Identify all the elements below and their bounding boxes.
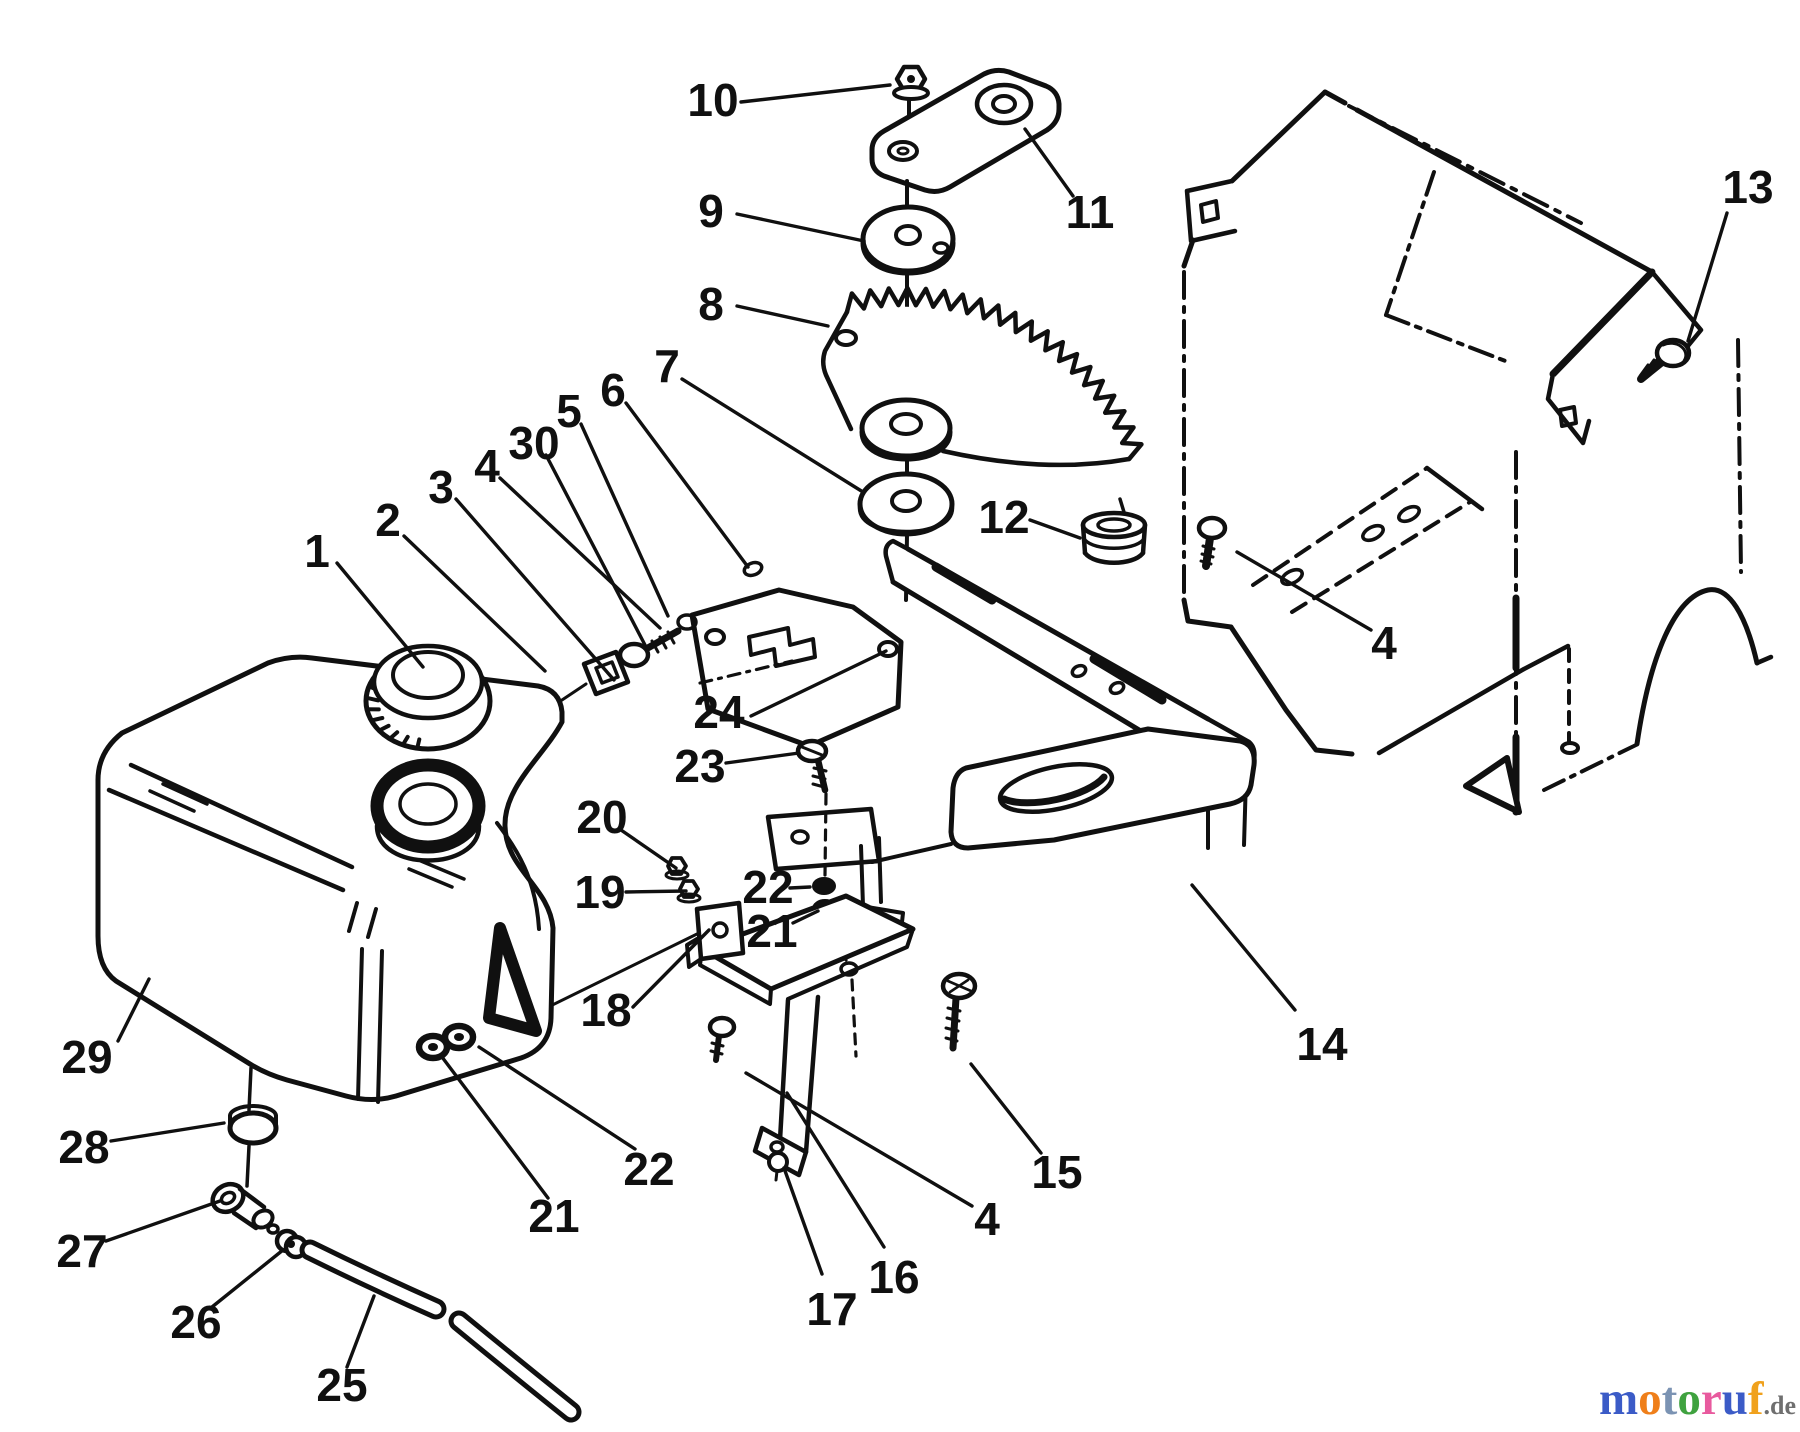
support-bracket-14 — [870, 538, 1257, 864]
grommet-28 — [227, 1110, 279, 1146]
callout-5-5: 5 — [556, 385, 582, 437]
spacer-6 — [742, 560, 764, 578]
watermark-letter-6: f — [1748, 1373, 1765, 1425]
frame-panel — [1181, 89, 1774, 816]
callout-3-2: 3 — [428, 461, 454, 513]
square-hole — [1199, 199, 1220, 224]
callout-17-18: 17 — [806, 1283, 857, 1335]
callout-4-3: 4 — [474, 440, 500, 492]
callout-20-21: 20 — [576, 791, 627, 843]
watermark-letter-5: u — [1722, 1373, 1748, 1425]
callout-22-23: 22 — [742, 861, 793, 913]
callout-4-14: 4 — [1371, 617, 1397, 669]
callout-4-33: 4 — [974, 1193, 1000, 1245]
fuel-line-assembly — [210, 1066, 582, 1423]
leader-lines — [104, 83, 1729, 1369]
callout-1-0: 1 — [304, 525, 330, 577]
gear-8-hub — [859, 397, 953, 459]
watermark-letter-1: o — [1638, 1373, 1662, 1425]
hose-clamp-26 — [274, 1228, 309, 1260]
callout-13-13: 13 — [1722, 161, 1773, 213]
callout-22-25: 22 — [623, 1143, 674, 1195]
callout-21-22: 21 — [746, 905, 797, 957]
callout-15-16: 15 — [1031, 1146, 1082, 1198]
watermark-suffix: .de — [1764, 1391, 1797, 1420]
callout-8-8: 8 — [698, 278, 724, 330]
filler-neck-2 — [370, 758, 486, 854]
callout-2-1: 2 — [375, 494, 401, 546]
square-hole — [1558, 405, 1578, 428]
callout-25-28: 25 — [316, 1359, 367, 1411]
screw-13 — [1637, 337, 1692, 383]
watermark-logo: motoruf.de — [1599, 1373, 1796, 1425]
tank-fin — [483, 922, 542, 1037]
callout-23-26: 23 — [674, 740, 725, 792]
callout-21-24: 21 — [528, 1190, 579, 1242]
z-slot — [747, 626, 817, 668]
callout-30-4: 30 — [508, 417, 559, 469]
callout-7-7: 7 — [654, 340, 680, 392]
clip-18 — [694, 900, 746, 962]
callout-11-11: 11 — [1066, 186, 1115, 238]
callout-14-15: 14 — [1296, 1018, 1348, 1070]
callout-19-20: 19 — [574, 866, 625, 918]
fuel-cap-1 — [363, 643, 493, 752]
callout-6-6: 6 — [600, 364, 626, 416]
callout-29-32: 29 — [61, 1031, 112, 1083]
washer-5 — [676, 613, 698, 631]
callout-26-29: 26 — [170, 1296, 221, 1348]
callout-28-31: 28 — [58, 1121, 109, 1173]
nut-22 — [812, 877, 836, 895]
mount-slot — [997, 762, 1115, 814]
tank-mount-hardware — [560, 613, 698, 702]
callout-24-27: 24 — [693, 686, 745, 738]
callout-9-9: 9 — [698, 185, 724, 237]
callout-12-12: 12 — [978, 491, 1029, 543]
elbow-fitting-27 — [210, 1181, 280, 1235]
watermark-letter-0: m — [1599, 1373, 1638, 1425]
screw-4-bottom — [713, 1033, 722, 1063]
callout-27-30: 27 — [56, 1225, 107, 1277]
gear-assembly — [821, 64, 1144, 602]
callout-10-10: 10 — [687, 74, 738, 126]
lower-bracket-assembly — [477, 738, 978, 1182]
callout-16-17: 16 — [868, 1251, 919, 1303]
watermark-letter-3: o — [1677, 1373, 1701, 1425]
screw-4-right — [1196, 515, 1228, 570]
fuel-tank — [95, 643, 565, 1104]
gear-8-teeth — [844, 285, 1144, 462]
washer-9 — [860, 204, 956, 274]
watermark-letter-2: t — [1662, 1373, 1678, 1425]
callout-18-19: 18 — [580, 984, 631, 1036]
mount-plate-24 — [689, 560, 904, 749]
watermark-letter-4: r — [1701, 1373, 1722, 1425]
bushing-12 — [1080, 497, 1148, 565]
fuel-hose-25 — [299, 1239, 582, 1423]
